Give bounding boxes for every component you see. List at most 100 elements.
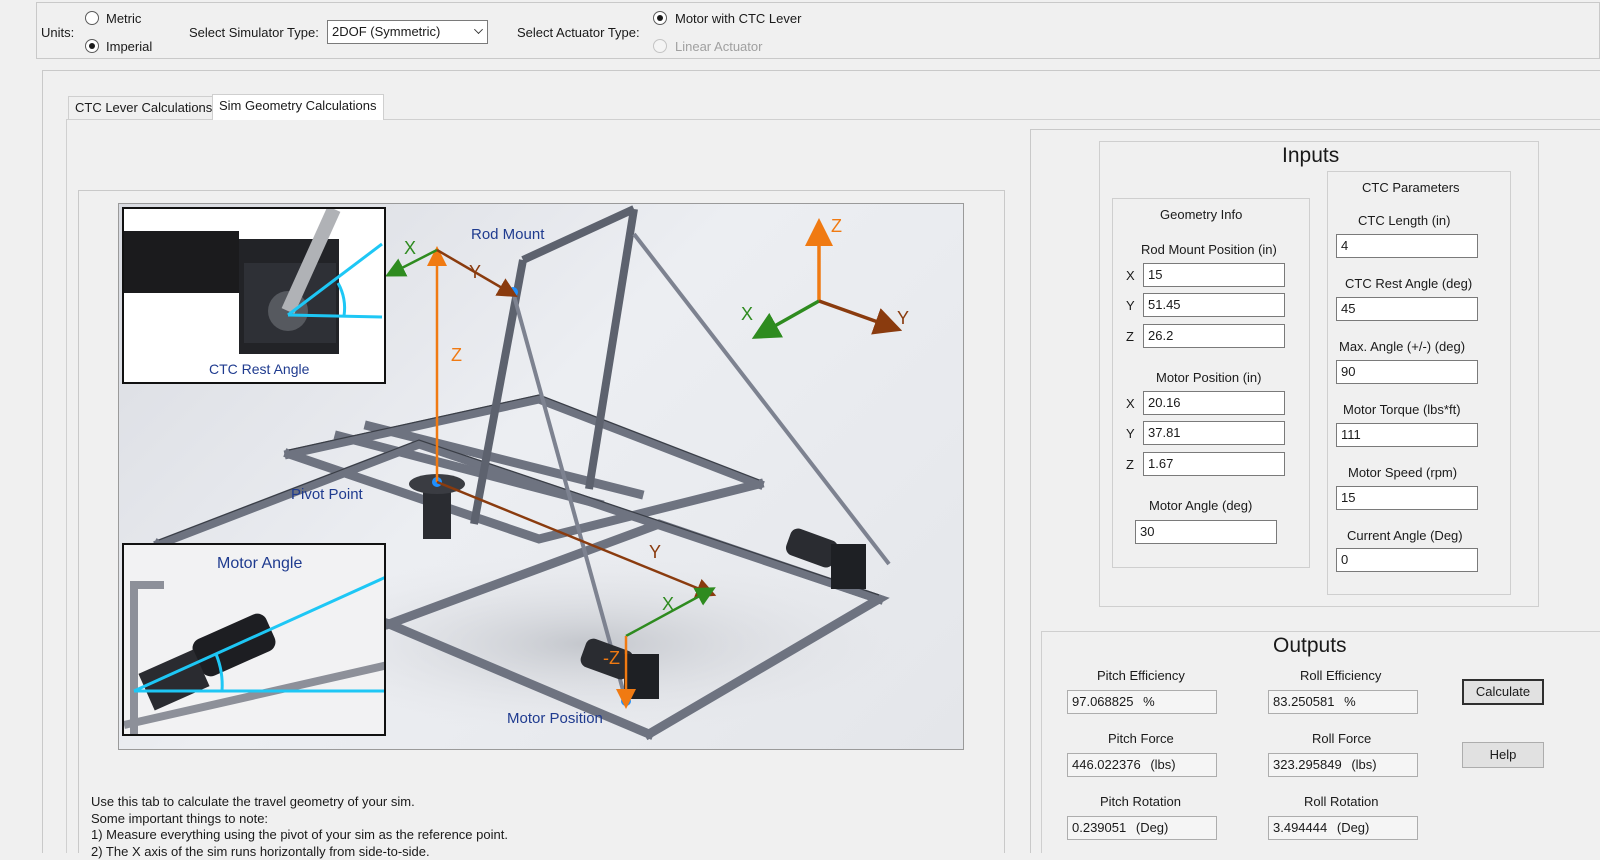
- sim-type-value: 2DOF (Symmetric): [332, 24, 440, 39]
- pitch-rotation-unit: (Deg): [1136, 820, 1169, 835]
- motor-x-axis-label: X: [662, 594, 674, 615]
- roll-force-value: 323.295849: [1273, 757, 1342, 772]
- units-imperial-label[interactable]: Imperial: [106, 39, 152, 54]
- rod-mount-y-input[interactable]: 51.45: [1143, 293, 1285, 317]
- motor-neg-z-axis-label: -Z: [603, 648, 620, 669]
- roll-rotation-value: 3.494444: [1273, 820, 1327, 835]
- sim-type-select[interactable]: 2DOF (Symmetric): [327, 20, 488, 44]
- tab-ctc-lever[interactable]: CTC Lever Calculations: [68, 96, 219, 120]
- units-metric-radio-circle[interactable]: [85, 11, 99, 25]
- sim-type-label: Select Simulator Type:: [189, 25, 319, 40]
- tab-sim-geometry[interactable]: Sim Geometry Calculations: [212, 94, 384, 120]
- actuator-linear-radio-circle[interactable]: [653, 39, 667, 53]
- instruction-line: Use this tab to calculate the travel geo…: [91, 794, 508, 811]
- pitch-rotation-value: 0.239051: [1072, 820, 1126, 835]
- motor-angle-label: Motor Angle: [217, 555, 302, 573]
- units-imperial-radio-circle[interactable]: [85, 39, 99, 53]
- instructions-text: Use this tab to calculate the travel geo…: [91, 794, 508, 860]
- pitch-force-value: 446.022376: [1072, 757, 1141, 772]
- motor-pos-x-input[interactable]: 20.16: [1143, 391, 1285, 415]
- pitch-force-output: 446.022376 (lbs): [1067, 753, 1217, 777]
- tab-sim-geometry-label: Sim Geometry Calculations: [219, 98, 377, 113]
- max-angle-input[interactable]: 90: [1336, 360, 1478, 384]
- current-angle-input[interactable]: 0: [1336, 548, 1478, 572]
- motor-angle-input[interactable]: 30: [1135, 520, 1277, 544]
- units-label: Units:: [41, 25, 74, 40]
- ground-y-axis-label: Y: [649, 542, 661, 563]
- actuator-ctc-label[interactable]: Motor with CTC Lever: [675, 11, 801, 26]
- instruction-line: 1) Measure everything using the pivot of…: [91, 827, 508, 844]
- current-angle-label: Current Angle (Deg): [1347, 528, 1463, 543]
- motor-pos-z-label: Z: [1126, 457, 1134, 472]
- pitch-efficiency-label: Pitch Efficiency: [1097, 668, 1185, 683]
- legend-x-axis-label: X: [741, 304, 753, 325]
- motor-torque-input[interactable]: 111: [1336, 423, 1478, 447]
- rod-mount-z-label: Z: [1126, 329, 1134, 344]
- ctc-rest-angle-inset: CTC Rest Angle: [122, 207, 386, 384]
- motor-torque-label: Motor Torque (lbs*ft): [1343, 402, 1461, 417]
- help-button[interactable]: Help: [1462, 742, 1544, 768]
- roll-force-output: 323.295849 (lbs): [1268, 753, 1418, 777]
- tab-ctc-lever-label: CTC Lever Calculations: [75, 100, 212, 115]
- motor-angle-inset: Motor Angle: [122, 543, 386, 736]
- chevron-down-icon: [474, 25, 483, 34]
- geometry-info-title: Geometry Info: [1156, 207, 1246, 222]
- instruction-line: Some important things to note:: [91, 811, 508, 828]
- outputs-title: Outputs: [1269, 634, 1351, 658]
- legend-y-axis-label: Y: [897, 308, 909, 329]
- instruction-line: 2) The X axis of the sim runs horizontal…: [91, 844, 508, 860]
- roll-force-label: Roll Force: [1312, 731, 1371, 746]
- rod-mount-position-label: Rod Mount Position (in): [1141, 242, 1277, 257]
- rod-mount-x-label: X: [1126, 268, 1135, 283]
- pitch-efficiency-value: 97.068825: [1072, 694, 1133, 709]
- motor-angle-input-label: Motor Angle (deg): [1149, 498, 1252, 513]
- units-metric-label[interactable]: Metric: [106, 11, 141, 26]
- max-angle-label: Max. Angle (+/-) (deg): [1339, 339, 1465, 354]
- ctc-rest-angle-input[interactable]: 45: [1336, 297, 1478, 321]
- pitch-force-label: Pitch Force: [1108, 731, 1174, 746]
- roll-efficiency-output: 83.250581 %: [1268, 690, 1418, 714]
- roll-efficiency-label: Roll Efficiency: [1300, 668, 1381, 683]
- pivot-y-axis-label: Y: [469, 262, 481, 283]
- rod-mount-y-label: Y: [1126, 298, 1135, 313]
- ctc-rest-angle-label: CTC Rest Angle: [209, 361, 309, 377]
- rod-mount-z-input[interactable]: 26.2: [1143, 324, 1285, 348]
- ctc-rest-angle-input-label: CTC Rest Angle (deg): [1345, 276, 1472, 291]
- motor-pos-x-label: X: [1126, 396, 1135, 411]
- pivot-z-axis-label: Z: [451, 345, 462, 366]
- pitch-force-unit: (lbs): [1150, 757, 1175, 772]
- motor-position-input-label: Motor Position (in): [1156, 370, 1261, 385]
- calculate-button[interactable]: Calculate: [1462, 679, 1544, 705]
- ctc-parameters-title: CTC Parameters: [1358, 180, 1464, 195]
- ctc-length-input[interactable]: 4: [1336, 234, 1478, 258]
- pitch-efficiency-output: 97.068825 %: [1067, 690, 1217, 714]
- roll-efficiency-value: 83.250581: [1273, 694, 1334, 709]
- roll-rotation-output: 3.494444 (Deg): [1268, 816, 1418, 840]
- roll-efficiency-unit: %: [1344, 694, 1356, 709]
- motor-speed-input[interactable]: 15: [1336, 486, 1478, 510]
- motor-position-label: Motor Position: [507, 710, 603, 727]
- rod-mount-marker: [508, 287, 518, 297]
- motor-pos-y-input[interactable]: 37.81: [1143, 421, 1285, 445]
- inputs-title: Inputs: [1278, 144, 1343, 168]
- ctc-length-label: CTC Length (in): [1358, 213, 1450, 228]
- motor-speed-label: Motor Speed (rpm): [1348, 465, 1457, 480]
- motor-angle-artwork: [124, 545, 386, 736]
- actuator-ctc-radio-circle[interactable]: [653, 11, 667, 25]
- rod-mount-label: Rod Mount: [471, 226, 544, 243]
- roll-force-unit: (lbs): [1351, 757, 1376, 772]
- actuator-linear-label[interactable]: Linear Actuator: [675, 39, 762, 54]
- rod-mount-x-input[interactable]: 15: [1143, 263, 1285, 287]
- pitch-efficiency-unit: %: [1143, 694, 1155, 709]
- motor-pos-z-input[interactable]: 1.67: [1143, 452, 1285, 476]
- sim-geometry-diagram: Rod Mount Pivot Point Motor Position X Y…: [118, 203, 964, 750]
- roll-rotation-label: Roll Rotation: [1304, 794, 1378, 809]
- pivot-x-axis-label: X: [404, 238, 416, 259]
- legend-y-axis: [819, 301, 889, 326]
- legend-x-axis: [764, 301, 819, 332]
- pitch-rotation-output: 0.239051 (Deg): [1067, 816, 1217, 840]
- legend-z-axis-label: Z: [831, 216, 842, 237]
- pivot-point-label: Pivot Point: [291, 486, 363, 503]
- actuator-type-label: Select Actuator Type:: [517, 25, 640, 40]
- pitch-rotation-label: Pitch Rotation: [1100, 794, 1181, 809]
